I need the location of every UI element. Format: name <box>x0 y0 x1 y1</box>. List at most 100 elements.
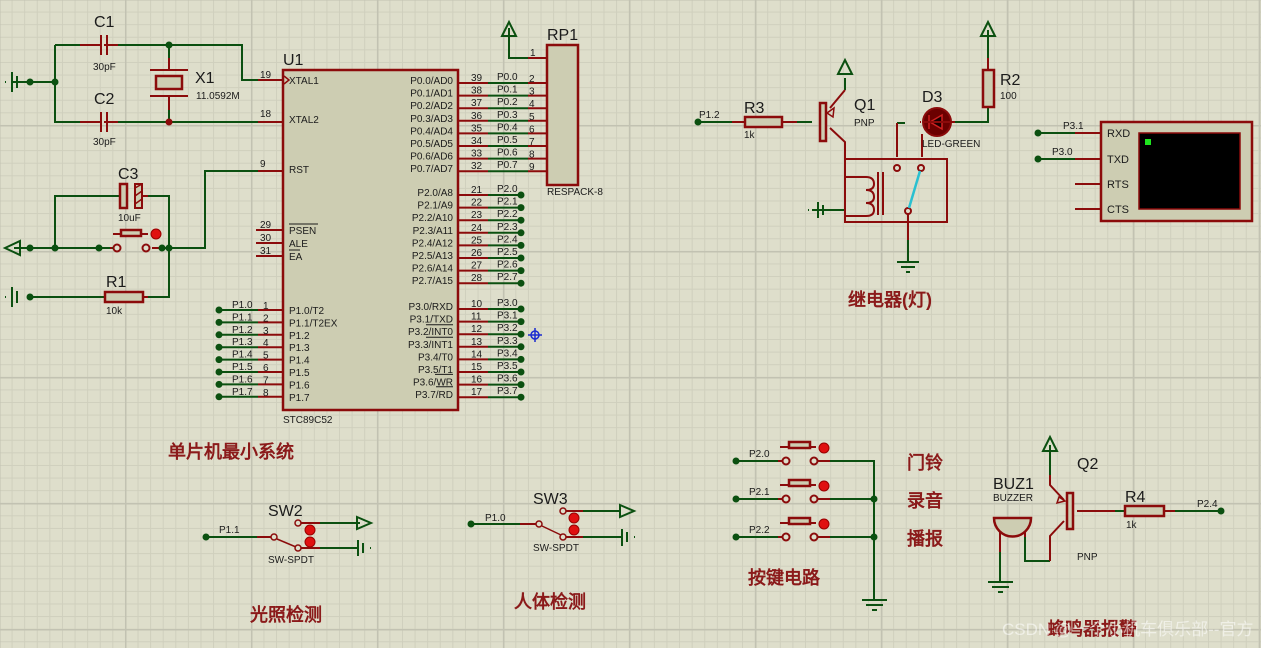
switch-up-icon[interactable] <box>304 524 316 536</box>
label-record: 录音 <box>907 490 943 511</box>
net-terminal[interactable] <box>517 279 525 287</box>
net-terminal[interactable] <box>517 305 525 313</box>
net-terminal[interactable] <box>517 330 525 338</box>
sw3-ref: SW3 <box>533 491 568 508</box>
net-terminal[interactable] <box>517 355 525 363</box>
net-terminal[interactable] <box>215 343 223 351</box>
sw3-net: P1.0 <box>485 513 506 524</box>
interactive-indicator-icon[interactable] <box>818 442 830 454</box>
u1-pin-name: P3.1/TXD <box>410 315 453 326</box>
u1-pin-name: PSEN <box>289 226 316 237</box>
net-terminal[interactable] <box>517 229 525 237</box>
crosshair-probe-icon[interactable] <box>528 328 542 342</box>
section-label-buzzer: 蜂鸣器报警 <box>1047 618 1137 639</box>
net-terminal-p2-4[interactable] <box>1217 507 1225 515</box>
switch-sw2[interactable]: P1.1 SW2 SW-SPDT <box>202 503 374 566</box>
resistor-r4 <box>1123 504 1166 518</box>
net-terminal[interactable] <box>517 191 525 199</box>
net-terminal[interactable] <box>517 318 525 326</box>
u1-pin-num: 26 <box>471 248 483 259</box>
net-label: P2.4 <box>497 234 518 245</box>
net-terminal[interactable] <box>517 267 525 275</box>
u1-pin-num: 35 <box>471 123 483 134</box>
rp1-part: RESPACK-8 <box>547 187 603 198</box>
net-terminal[interactable] <box>732 457 740 465</box>
net-label: P0.0 <box>497 72 518 83</box>
net-terminal[interactable] <box>215 331 223 339</box>
u1-pin-num: 34 <box>471 136 483 147</box>
u1-pin-name: EA <box>289 252 303 263</box>
net-label: P3.3 <box>497 336 518 347</box>
u1-pin-num: 27 <box>471 261 483 272</box>
virtual-terminal[interactable]: P3.1 P3.0 RXD TXD RTS CTS <box>1034 120 1254 223</box>
interactive-indicator-icon[interactable] <box>818 480 830 492</box>
net-terminal[interactable] <box>215 368 223 376</box>
buz1-part: BUZZER <box>993 493 1033 504</box>
net-terminal[interactable] <box>732 495 740 503</box>
crystal-body <box>154 74 184 91</box>
q1-ref: Q1 <box>854 97 875 114</box>
net-terminal[interactable] <box>215 318 223 326</box>
u1-pin-name: P2.4/A12 <box>412 238 454 249</box>
push-button[interactable]: P2.0 <box>732 440 831 466</box>
u1-pin-num: 32 <box>471 161 483 172</box>
net-terminal[interactable] <box>517 381 525 389</box>
mcu-u1[interactable]: U1 STC89C52 19XTAL118XTAL29RST29PSEN30AL… <box>215 52 549 426</box>
net-terminal[interactable] <box>517 393 525 401</box>
reset-button[interactable] <box>112 228 162 253</box>
u1-pin-name: P0.1/AD1 <box>410 89 453 100</box>
terminal-pin-cts: CTS <box>1107 204 1129 216</box>
resistor-pack-rp1[interactable]: RP1 RESPACK-8 1 <box>500 19 603 198</box>
net-label: P0.7 <box>497 160 518 171</box>
push-button[interactable]: P2.2 <box>732 516 831 542</box>
section-label-light: 光照检测 <box>249 604 322 625</box>
net-terminal[interactable] <box>517 216 525 224</box>
rp1-pin-num: 1 <box>530 48 536 59</box>
net-terminal[interactable] <box>215 356 223 364</box>
r4-value: 1k <box>1126 520 1138 531</box>
switch-up-icon[interactable] <box>568 512 580 524</box>
u1-pin-name: P1.0/T2 <box>289 306 324 317</box>
net-terminal[interactable] <box>215 393 223 401</box>
u1-pin-num: 7 <box>263 375 269 386</box>
net-terminal[interactable] <box>732 533 740 541</box>
net-label: P2.7 <box>497 272 518 283</box>
switch-sw3[interactable]: P1.0 SW3 SW-SPDT <box>467 491 637 554</box>
net-label: P2.0 <box>749 449 770 460</box>
net-terminal[interactable] <box>517 241 525 249</box>
u1-pin-name: P3.0/RXD <box>409 302 453 313</box>
section-label-keys: 按键电路 <box>748 567 821 588</box>
net-label: P3.6 <box>497 374 518 385</box>
net-label: P3.4 <box>497 348 518 359</box>
buzzer-circuit: P2.4 R4 1k Q2 PNP BUZ1 BUZZER 蜂鸣器报警 <box>988 434 1225 639</box>
push-button[interactable]: P2.1 <box>732 478 831 504</box>
u1-pin-name: XTAL2 <box>289 115 319 126</box>
u1-pin-name: P2.7/A15 <box>412 276 454 287</box>
rp1-pin-num: 2 <box>529 74 535 85</box>
net-terminal-p1-2[interactable] <box>694 118 702 126</box>
rp1-pin-num: 5 <box>529 112 535 123</box>
net-terminal[interactable] <box>517 204 525 212</box>
net-terminal[interactable] <box>215 380 223 388</box>
net-terminal[interactable] <box>517 343 525 351</box>
u1-pin-num: 36 <box>471 111 483 122</box>
u1-pin-num: 13 <box>471 337 483 348</box>
switch-down-icon[interactable] <box>568 524 580 536</box>
net-terminal[interactable] <box>517 368 525 376</box>
interactive-indicator-icon[interactable] <box>818 518 830 530</box>
net-label: P3.1 <box>497 311 518 322</box>
u1-pin-num: 12 <box>471 324 483 335</box>
label-playback: 播报 <box>907 528 943 549</box>
u1-pin-num: 29 <box>260 220 272 231</box>
switch-down-icon[interactable] <box>304 536 316 548</box>
net-terminal[interactable] <box>517 254 525 262</box>
r4-ref: R4 <box>1125 489 1146 506</box>
u1-pin-name: P1.5 <box>289 368 310 379</box>
net-terminal[interactable] <box>215 306 223 314</box>
rp1-pin-num: 7 <box>529 137 535 148</box>
rp1-ref: RP1 <box>547 27 578 44</box>
r1-value: 10k <box>106 306 123 317</box>
interactive-indicator-icon[interactable] <box>150 228 162 240</box>
